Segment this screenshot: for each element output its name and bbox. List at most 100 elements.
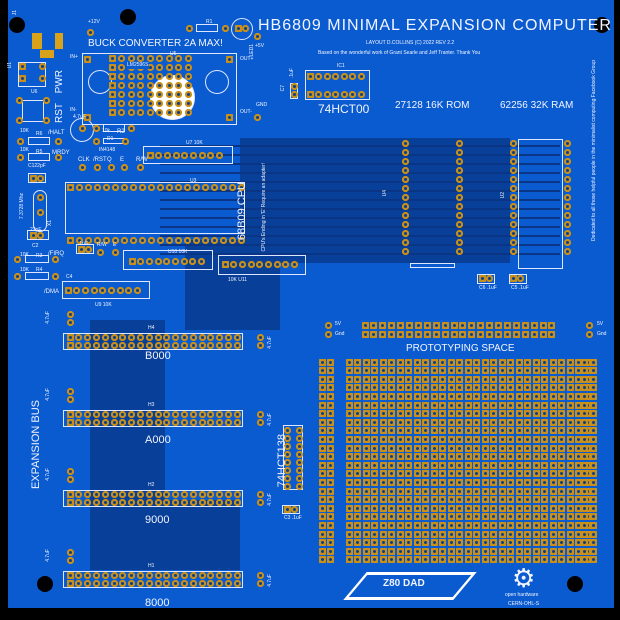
pad — [413, 521, 421, 529]
pad — [405, 367, 412, 375]
pad — [84, 410, 92, 418]
pad — [396, 358, 404, 366]
pad — [580, 487, 588, 495]
pad — [507, 410, 514, 418]
pad — [481, 444, 489, 452]
pad — [318, 556, 326, 564]
pad — [459, 330, 467, 338]
pad — [216, 418, 224, 426]
pad — [136, 410, 144, 418]
pad — [77, 245, 85, 253]
pad — [75, 571, 83, 579]
pad — [146, 63, 154, 71]
pad — [92, 333, 100, 341]
pad — [541, 513, 548, 521]
pad — [575, 461, 582, 469]
power-jack — [55, 33, 63, 49]
pad — [156, 183, 164, 191]
pad — [283, 482, 291, 490]
prototyping-space-label: PROTOTYPING SPACE — [406, 343, 515, 354]
pad — [566, 435, 574, 443]
pad — [515, 556, 523, 564]
pad — [524, 487, 531, 495]
pad — [405, 539, 412, 547]
pad — [388, 496, 395, 504]
pad — [580, 401, 588, 409]
pad — [509, 274, 517, 282]
pad — [490, 461, 497, 469]
pad — [456, 453, 463, 461]
pad — [473, 401, 480, 409]
pad — [154, 341, 162, 349]
pad — [101, 410, 109, 418]
pad — [216, 571, 224, 579]
pad — [515, 401, 523, 409]
pad — [388, 521, 395, 529]
pad — [580, 478, 588, 486]
pad — [165, 63, 173, 71]
silk-label: 4.7uF — [45, 311, 51, 324]
pad — [111, 236, 119, 244]
oshw-gear-icon: ⚙ — [512, 563, 536, 593]
pad — [439, 453, 446, 461]
pad — [66, 410, 74, 418]
pad — [345, 401, 353, 409]
header-h2 — [63, 490, 243, 507]
pad — [146, 72, 154, 80]
pad — [455, 238, 463, 246]
pad — [507, 504, 514, 512]
pad — [439, 521, 446, 529]
pad — [498, 410, 506, 418]
pad — [566, 504, 574, 512]
pad — [549, 384, 557, 392]
pad — [396, 539, 404, 547]
pad — [345, 453, 353, 461]
pad — [145, 571, 153, 579]
pad — [549, 496, 557, 504]
pad — [464, 470, 472, 478]
pad — [464, 539, 472, 547]
pad — [127, 108, 135, 116]
pad — [379, 513, 387, 521]
pad — [295, 466, 303, 474]
pad — [326, 418, 334, 426]
pad — [184, 81, 192, 89]
pad — [295, 442, 303, 450]
pad — [118, 54, 125, 62]
resistor-r6 — [28, 137, 50, 145]
pad — [78, 124, 86, 132]
pad — [423, 321, 431, 329]
pad — [507, 444, 514, 452]
pad — [580, 410, 588, 418]
pad — [225, 55, 233, 63]
pad — [580, 530, 588, 538]
silk-label: R1 — [206, 19, 213, 25]
pad — [371, 410, 378, 418]
pad — [549, 556, 557, 564]
pad — [137, 72, 144, 80]
trace — [160, 190, 560, 192]
silk-label: H2 — [148, 482, 155, 488]
pad — [549, 418, 557, 426]
pad — [101, 498, 109, 506]
pad — [180, 410, 188, 418]
pad — [371, 470, 378, 478]
pad — [589, 478, 597, 486]
resistor-network-u11 — [218, 255, 306, 275]
trace — [160, 163, 560, 165]
pad — [507, 392, 514, 400]
pad — [430, 470, 438, 478]
pad — [456, 547, 463, 555]
pad — [481, 358, 489, 366]
silk-label: .1uF — [289, 68, 295, 79]
pad — [362, 539, 370, 547]
pad — [481, 375, 489, 383]
pad — [549, 521, 557, 529]
pad — [73, 286, 81, 294]
pad — [146, 99, 154, 107]
pad — [498, 521, 506, 529]
pad — [371, 435, 378, 443]
pad — [51, 272, 59, 280]
thanks-text: Based on the wonderful work of Grant Sea… — [318, 50, 481, 56]
silk-label: OUT- — [240, 109, 252, 115]
